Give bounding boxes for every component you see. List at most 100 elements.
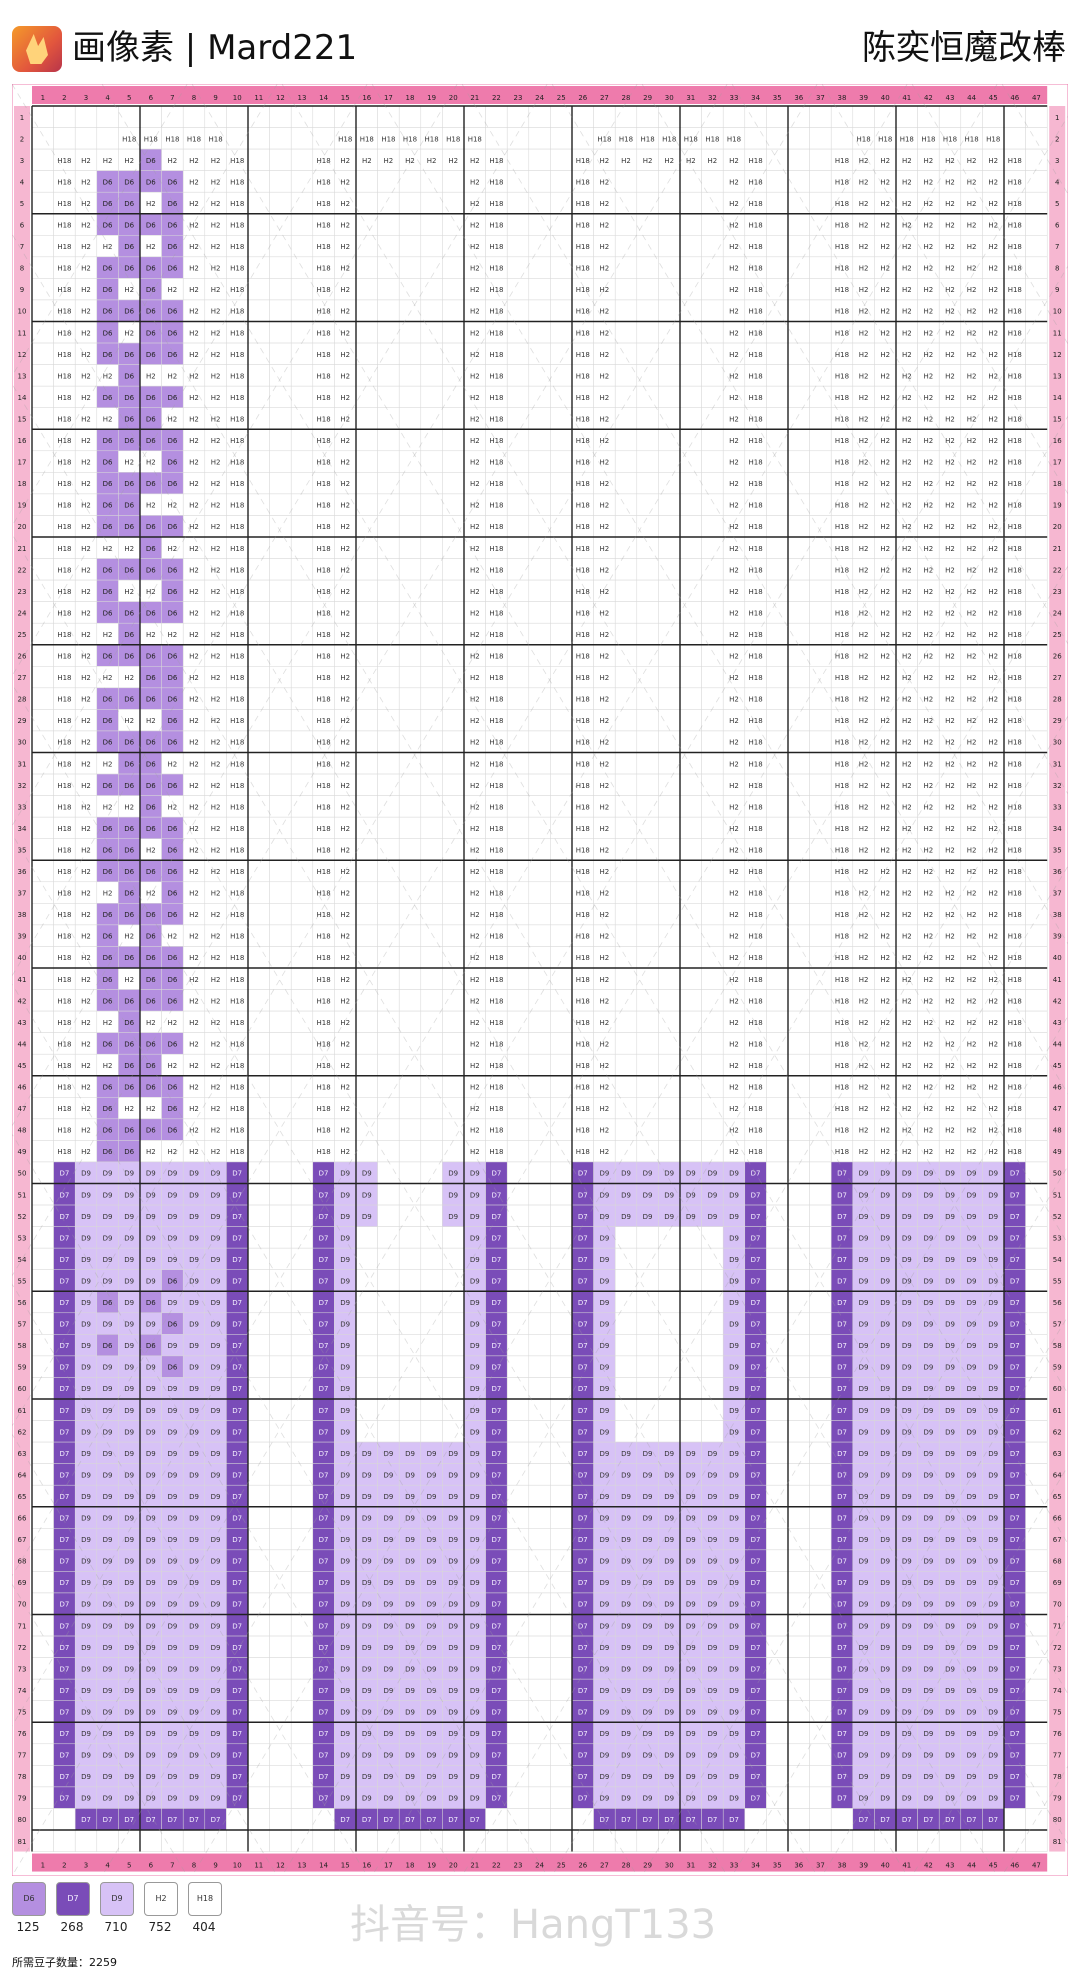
bead-code-label: H2 [340, 825, 350, 833]
bead-code-label: H2 [211, 1040, 221, 1048]
empty-cell [852, 105, 875, 128]
empty-cell [506, 924, 530, 947]
bead-code-label: H18 [1008, 1084, 1022, 1092]
empty-cell [679, 364, 702, 387]
empty-cell [550, 1183, 573, 1206]
bead-code-label: H2 [988, 286, 998, 294]
bead-code-label: D9 [729, 1321, 739, 1329]
bead-code-label: H18 [317, 286, 331, 294]
empty-cell [679, 1226, 702, 1249]
bead-code-label: D9 [859, 1277, 869, 1285]
empty-cell [420, 1334, 443, 1357]
empty-cell [506, 1312, 530, 1335]
bead-code-label: H2 [880, 329, 890, 337]
empty-cell [809, 321, 832, 344]
empty-cell [614, 1140, 638, 1163]
empty-cell [269, 1053, 292, 1077]
empty-cell [766, 795, 789, 818]
bead-code-label: H2 [81, 265, 91, 273]
empty-cell [31, 127, 54, 150]
empty-cell [506, 1269, 530, 1292]
empty-cell [1025, 1312, 1048, 1335]
empty-cell [290, 881, 314, 904]
empty-cell [787, 1269, 810, 1292]
bead-code-label: H2 [880, 222, 890, 230]
bead-code-label: H2 [945, 459, 955, 467]
bead-code-label: H2 [988, 631, 998, 639]
bead-code-label: H2 [189, 739, 199, 747]
bead-code-label: H2 [988, 739, 998, 747]
bead-code-label: H18 [489, 265, 503, 273]
empty-cell [442, 838, 465, 861]
empty-cell [290, 1334, 314, 1357]
bead-code-label: H18 [489, 997, 503, 1005]
empty-cell [701, 558, 724, 581]
empty-cell [377, 752, 400, 775]
empty-cell [377, 558, 400, 581]
empty-cell [377, 601, 400, 624]
bead-code-label: D9 [362, 1515, 372, 1523]
bead-code-label: H2 [945, 286, 955, 294]
empty-cell [420, 256, 443, 279]
empty-cell [766, 709, 789, 732]
empty-cell [269, 709, 292, 732]
empty-cell [398, 1032, 422, 1055]
empty-cell [787, 946, 810, 969]
empty-cell [355, 299, 378, 322]
empty-cell [550, 622, 573, 646]
empty-cell [701, 1398, 724, 1421]
bead-code-label: H2 [729, 1040, 739, 1048]
bead-code-label: H2 [189, 1062, 199, 1070]
bead-code-label: D9 [383, 1493, 393, 1501]
empty-cell [787, 1528, 810, 1551]
empty-cell [377, 1183, 400, 1206]
empty-cell [1025, 364, 1048, 387]
empty-cell [809, 256, 832, 279]
bead-code-label: D9 [470, 1256, 480, 1264]
empty-cell [53, 105, 76, 128]
bead-code-label: H2 [729, 1127, 739, 1135]
bead-code-label: H18 [1008, 674, 1022, 682]
bead-code-label: D9 [146, 1277, 156, 1285]
bead-code-label: H2 [729, 1062, 739, 1070]
bead-code-label: H18 [317, 265, 331, 273]
bead-code-label: D9 [124, 1234, 134, 1242]
bead-code-label: D9 [124, 1299, 134, 1307]
bead-code-label: H2 [945, 265, 955, 273]
bead-code-label: H2 [924, 825, 934, 833]
empty-cell [31, 213, 54, 236]
bead-code-label: H18 [1008, 1105, 1022, 1113]
bead-code-label: H2 [340, 609, 350, 617]
bead-code-label: D6 [124, 566, 134, 574]
bead-code-label: H18 [489, 825, 503, 833]
bead-code-label: D9 [362, 1191, 372, 1199]
empty-cell [290, 472, 314, 495]
empty-cell [269, 1398, 292, 1421]
bead-code-label: H2 [988, 1127, 998, 1135]
empty-cell [506, 191, 530, 214]
bead-code-label: D9 [599, 1385, 609, 1393]
empty-cell [269, 1528, 292, 1551]
empty-cell [31, 752, 54, 775]
empty-cell [614, 579, 638, 602]
bead-code-label: H2 [880, 545, 890, 553]
bead-code-label: D7 [491, 1213, 501, 1221]
bead-code-label: H2 [967, 717, 977, 725]
empty-cell [442, 191, 465, 214]
bead-code-label: H2 [81, 1105, 91, 1113]
empty-cell [679, 860, 702, 883]
empty-cell [269, 385, 292, 408]
empty-cell [528, 1204, 551, 1227]
empty-cell [528, 127, 551, 150]
bead-code-label: D7 [578, 1428, 588, 1436]
bead-code-label: D9 [707, 1450, 717, 1458]
empty-cell [442, 1140, 465, 1163]
empty-cell [809, 148, 832, 171]
empty-cell [31, 105, 54, 128]
bead-code-label: D9 [124, 1277, 134, 1285]
empty-cell [701, 838, 724, 861]
bead-code-label: H18 [468, 135, 482, 143]
empty-cell [636, 105, 659, 128]
bead-code-label: H18 [749, 243, 763, 251]
bead-code-label: D7 [837, 1493, 847, 1501]
